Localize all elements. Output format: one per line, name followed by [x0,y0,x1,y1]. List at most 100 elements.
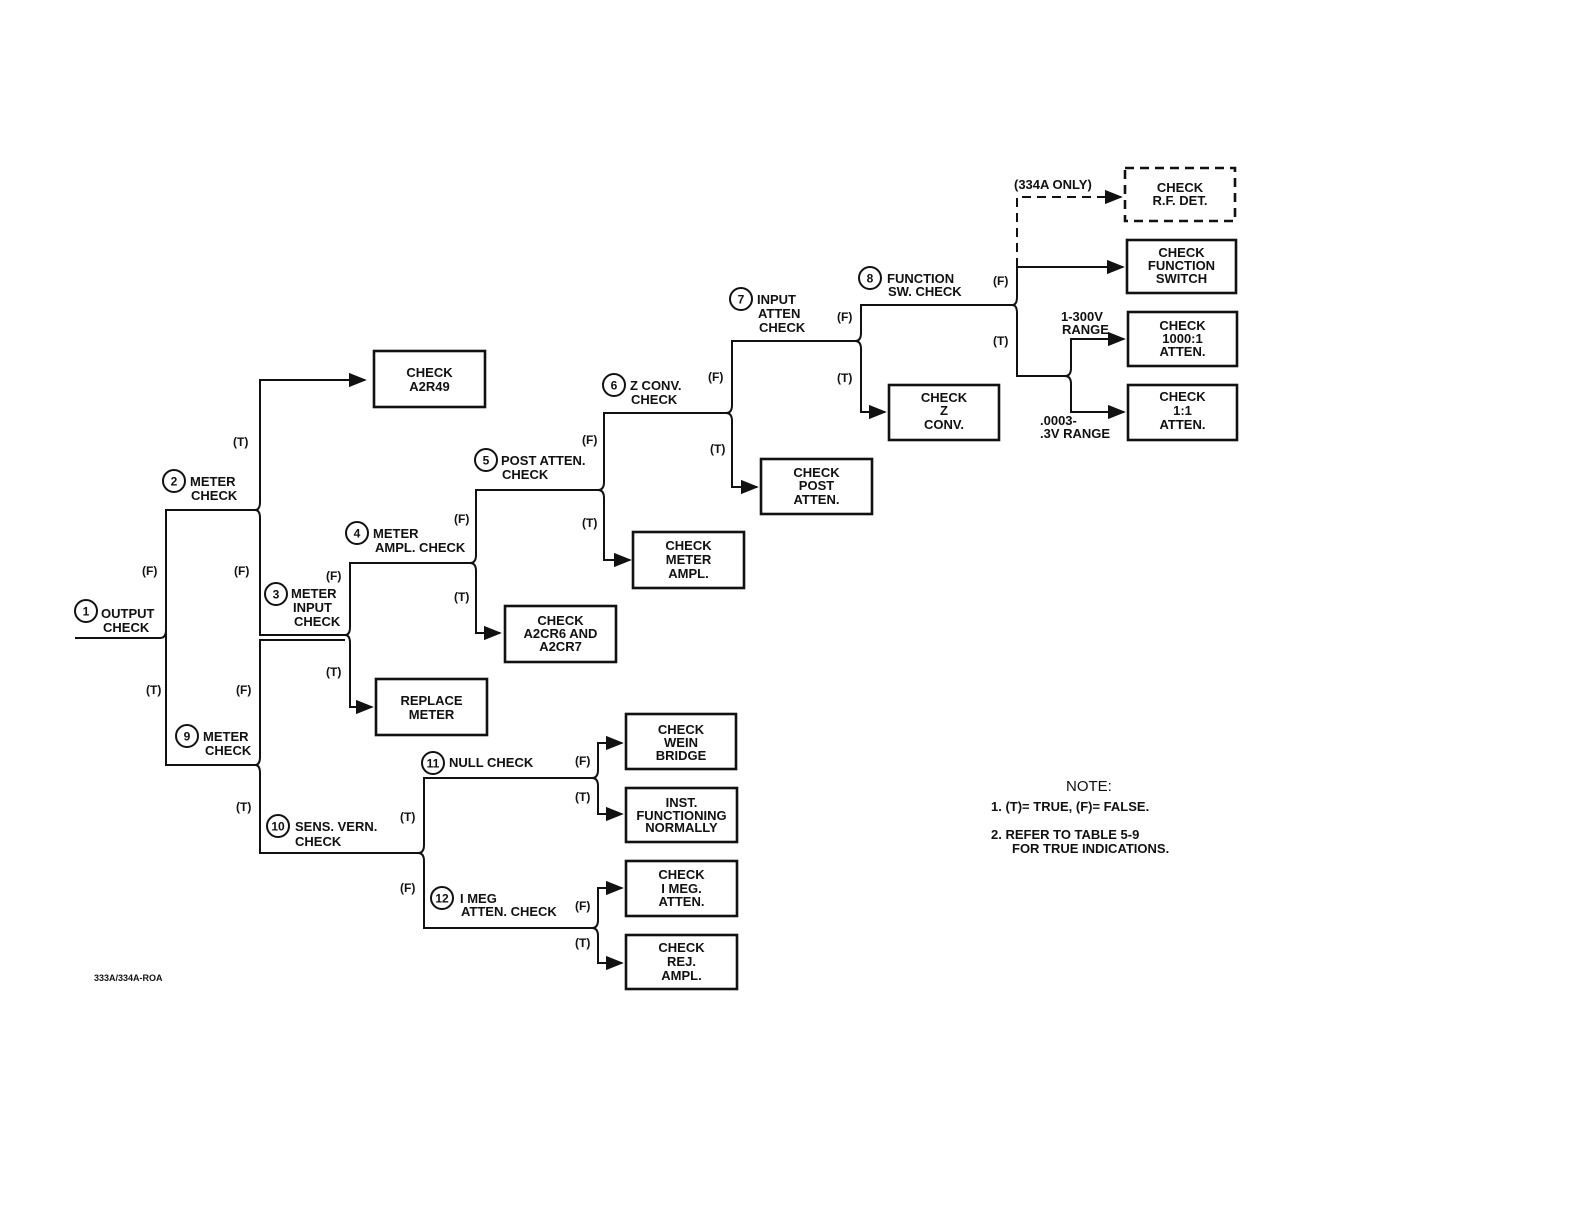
step-3: 3 METER INPUT CHECK [264,582,341,629]
step-label: CHECK [103,620,150,635]
step-9: 9 METER CHECK [175,724,252,758]
box-check-function-switch: CHECK FUNCTION SWITCH [1125,238,1238,295]
step-number-circle [729,287,753,311]
branch-label-false: (F) [837,310,852,324]
action-box [631,530,746,590]
action-box [503,604,618,664]
step-label: METER [291,586,337,601]
box-label: A2CR7 [539,639,582,654]
step-label: SENS. VERN. [295,819,377,834]
box-label: CHECK [658,940,705,955]
step-1: 1 OUTPUT CHECK [74,599,155,635]
box-label: FUNCTION [1148,258,1215,273]
step-number-circle [74,599,98,623]
box-label: FUNCTIONING [636,808,726,823]
step-label: CHECK [631,392,678,407]
step-label: Z CONV. [630,378,682,393]
branch-label-false: (F) [234,564,249,578]
connector-lines [75,189,1126,971]
branch-label-false: (F) [575,754,590,768]
action-box [624,933,739,991]
step-number-circle [474,448,498,472]
step-11: 11 NULL CHECK [421,751,534,775]
box-label: Z [940,403,948,418]
step-2: 2 METER CHECK [162,469,238,503]
step-7: 7 INPUT ATTEN CHECK [729,287,806,335]
branch-label-true: (T) [575,936,590,950]
branch-label-false: (F) [993,274,1008,288]
action-box [624,786,739,844]
step-number-circle [602,373,626,397]
box-label: AMPL. [668,566,708,581]
box-label: METER [666,552,712,567]
action-box [1126,383,1239,442]
step-number-circle [175,724,199,748]
figure-id: 333A/334A-ROA [94,973,163,983]
box-label: R.F. DET. [1153,193,1208,208]
note-item-1: 1. (T)= TRUE, (F)= FALSE. [991,799,1149,814]
step-label: CHECK [502,467,549,482]
action-box [887,383,1001,442]
step-12: 12 I MEG ATTEN. CHECK [430,886,557,919]
branch-label-false: (F) [326,569,341,583]
action-box [759,457,874,516]
step-label: METER [203,729,249,744]
box-check-i-meg-atten: CHECK I MEG. ATTEN. [624,859,739,918]
box-label: INST. [666,795,698,810]
box-label: 1000:1 [1162,331,1202,346]
branch-label-true: (T) [837,371,852,385]
step-number: 5 [483,454,490,468]
annotations: (334A ONLY) 1-300V RANGE .0003- .3V RANG… [1014,177,1110,441]
step-number-circle [858,266,882,290]
box-check-wein-bridge: CHECK WEIN BRIDGE [624,712,738,771]
branch-label-false: (F) [708,370,723,384]
box-check-1000-1-atten: CHECK 1000:1 ATTEN. [1126,310,1239,368]
box-label: CHECK [406,365,453,380]
box-replace-meter: REPLACE METER [374,677,489,737]
box-check-post-atten: CHECK POST ATTEN. [759,457,874,516]
step-label: CHECK [205,743,252,758]
box-label: 1:1 [1173,403,1192,418]
step-label: INPUT [293,600,332,615]
branch-label-false: (F) [142,564,157,578]
note-title: NOTE: [1066,778,1112,795]
branch-label-false: (F) [236,683,251,697]
box-check-1-1-atten: CHECK 1:1 ATTEN. [1126,383,1239,442]
box-check-z-conv: CHECK Z CONV. [887,383,1001,442]
step-number: 7 [738,293,745,307]
note-item-2-continued: FOR TRUE INDICATIONS. [1012,841,1169,856]
branch-label-false: (F) [454,512,469,526]
step-label: FUNCTION [887,271,954,286]
step-label: NULL CHECK [449,755,534,770]
box-label: WEIN [664,735,698,750]
box-label: ATTEN. [659,894,705,909]
step-10: 10 SENS. VERN. CHECK [266,814,377,849]
box-label: CHECK [793,465,840,480]
step-label: INPUT [757,292,796,307]
step-number-circle [430,886,454,910]
branch-label-true: (T) [326,665,341,679]
action-box [374,677,489,737]
step-label: I MEG [460,891,497,906]
branch-label-true: (T) [146,683,161,697]
step-number: 9 [184,730,191,744]
step-6: 6 Z CONV. CHECK [602,373,682,407]
step-number: 12 [435,892,449,906]
step-label: CHECK [759,320,806,335]
step-label: POST ATTEN. [501,453,586,468]
box-label: NORMALLY [645,820,718,835]
box-check-meter-ampl: CHECK METER AMPL. [631,530,746,590]
box-label: REPLACE [400,693,462,708]
box-label: METER [409,707,455,722]
box-label: AMPL. [661,968,701,983]
branch-label-true: (T) [575,790,590,804]
box-label: CHECK [921,390,968,405]
step-4: 4 METER AMPL. CHECK [345,521,466,555]
branch-label-true: (T) [233,435,248,449]
step-label: METER [190,474,236,489]
box-label: BRIDGE [656,748,707,763]
box-label: I MEG. [661,881,701,896]
step-number: 10 [271,820,285,834]
branch-label-true: (T) [236,800,251,814]
branch-label-true: (T) [582,516,597,530]
